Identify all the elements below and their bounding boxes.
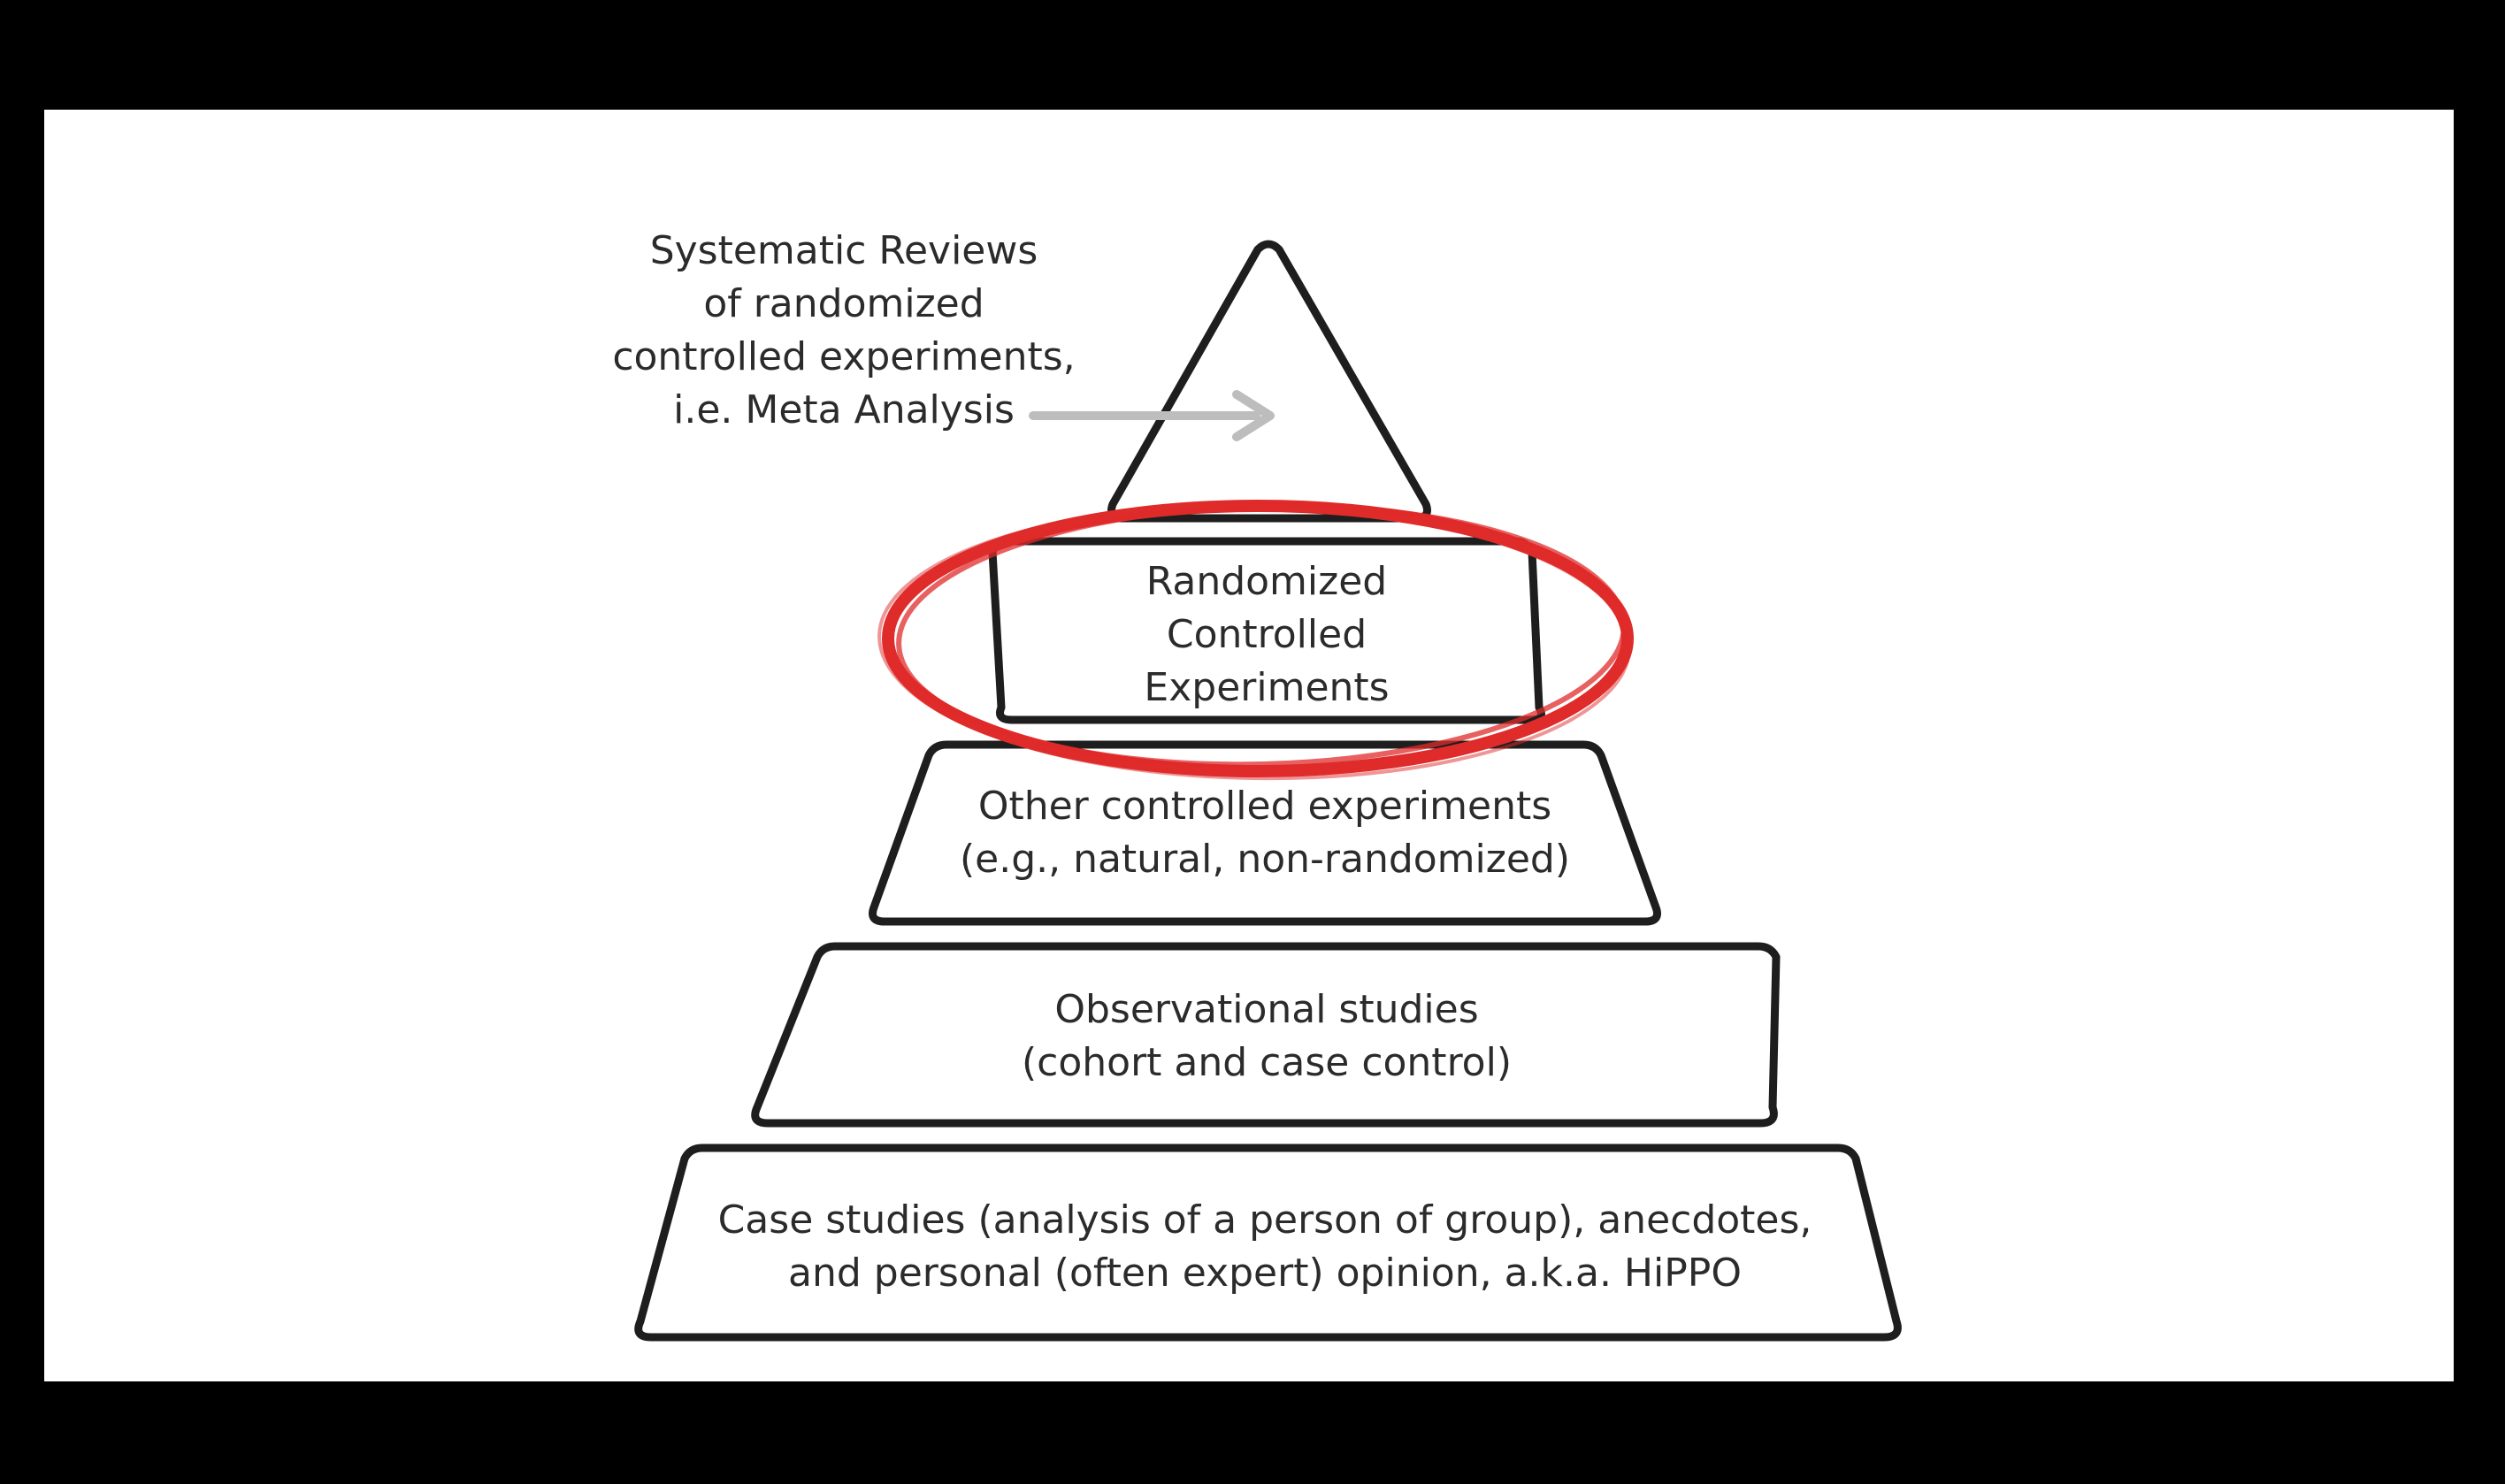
red-hand-drawn-circle [877, 500, 1634, 781]
tier-randomized-line: Experiments [1144, 665, 1389, 710]
pyramid-tier-other-controlled [869, 740, 1661, 926]
right-arrow-icon [1029, 390, 1275, 441]
tier-observational-line: Observational studies [1054, 987, 1478, 1032]
tier-case-studies-line: Case studies (analysis of a person of gr… [718, 1197, 1812, 1243]
tier-randomized-line: Controlled [1167, 612, 1367, 657]
pyramid-tier-observational [751, 942, 1781, 1128]
pyramid-tier-case-studies [634, 1144, 1902, 1342]
callout-line: of randomized [703, 281, 984, 326]
callout-line: Systematic Reviews [650, 228, 1038, 273]
callout-line: controlled experiments, [612, 334, 1075, 379]
tier-other-controlled-line: (e.g., natural, non-randomized) [960, 837, 1570, 882]
tier-other-controlled-line: Other controlled experiments [978, 784, 1551, 829]
tier-case-studies-line: and personal (often expert) opinion, a.k… [788, 1251, 1742, 1296]
tier-observational-line: (cohort and case control) [1022, 1040, 1512, 1085]
tier-randomized-line: Randomized [1146, 559, 1388, 604]
callout-line: i.e. Meta Analysis [673, 387, 1015, 432]
